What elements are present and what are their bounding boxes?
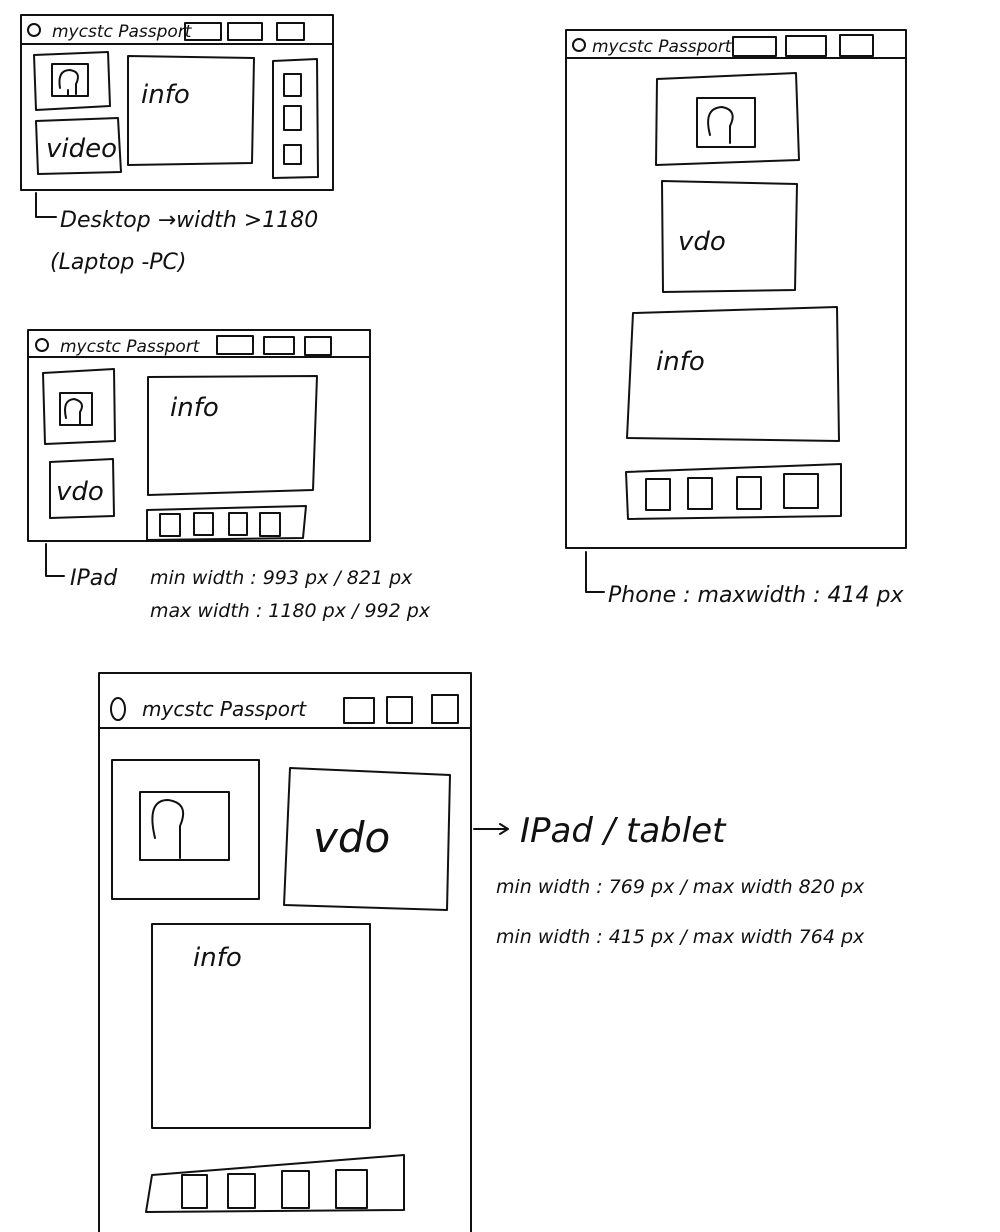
desktop-image-box <box>33 51 111 111</box>
phone-note-arrow <box>585 551 605 593</box>
phone-info-label: info <box>656 347 705 377</box>
tablet-header-title: mycstc Passport <box>142 697 307 721</box>
header-button-icon <box>431 694 459 724</box>
phone-wireframe: mycstc Passport vdo info Phone : maxwidt… <box>565 29 907 608</box>
side-button-icon <box>645 478 671 511</box>
logo-circle-icon <box>35 338 49 352</box>
side-button-icon <box>783 473 819 509</box>
ipad-button-bar <box>146 505 307 541</box>
logo-circle-icon <box>27 23 41 37</box>
side-button-icon <box>281 1170 310 1209</box>
phone-vdo-box <box>661 180 798 293</box>
phone-image-box <box>655 72 800 166</box>
side-button-icon <box>335 1169 368 1209</box>
desktop-note-arrow <box>35 192 57 218</box>
header-button-icon <box>732 36 777 57</box>
image-placeholder-icon <box>139 791 230 861</box>
side-button-icon <box>259 512 281 537</box>
ipad-vdo-box <box>49 458 115 519</box>
ipad-note-max: max width : 1180 px / 992 px <box>150 600 431 622</box>
ipad-note-min: min width : 993 px / 821 px <box>150 567 413 589</box>
ipad-header-title: mycstc Passport <box>60 337 201 357</box>
image-placeholder-icon <box>696 97 756 148</box>
ipad-vdo-label: vdo <box>56 477 104 507</box>
desktop-side-panel <box>272 58 319 179</box>
tablet-note-line2: min width : 415 px / max width 764 px <box>496 926 865 948</box>
phone-vdo-label: vdo <box>678 227 726 257</box>
side-button-icon <box>193 512 214 536</box>
image-placeholder-icon <box>51 63 89 97</box>
ipad-image-box <box>42 368 116 445</box>
header-button-icon <box>343 697 375 724</box>
desktop-info-label: info <box>141 80 190 110</box>
header-button-icon <box>184 22 222 41</box>
header-button-icon <box>216 335 254 355</box>
phone-info-box <box>626 306 840 442</box>
tablet-info-label: info <box>193 943 242 973</box>
side-button-icon <box>227 1173 256 1209</box>
header-button-icon <box>227 22 263 41</box>
side-button-icon <box>283 73 302 97</box>
logo-circle-icon <box>572 38 586 52</box>
tablet-vdo-label: vdo <box>313 813 390 862</box>
desktop-video-box <box>35 117 122 175</box>
image-placeholder-icon <box>151 799 184 859</box>
header-button-icon <box>386 696 413 724</box>
side-button-icon <box>283 105 302 131</box>
side-button-icon <box>228 512 248 536</box>
image-placeholder-icon <box>707 106 734 144</box>
tablet-note-title: IPad / tablet <box>520 811 727 851</box>
desktop-note-line1: Desktop →width >1180 <box>60 208 318 233</box>
tablet-button-bar <box>145 1154 405 1213</box>
ipad-frame <box>27 329 371 542</box>
tablet-vdo-box <box>283 767 451 911</box>
side-button-icon <box>181 1174 208 1209</box>
side-button-icon <box>159 513 181 537</box>
tablet-wireframe: mycstc Passport vdo info IPad / tablet m… <box>98 672 865 1232</box>
ipad-note-prefix: IPad <box>70 566 118 591</box>
desktop-header-title: mycstc Passport <box>52 22 193 42</box>
phone-header-title: mycstc Passport <box>592 37 733 57</box>
side-button-icon <box>687 477 713 510</box>
phone-note: Phone : maxwidth : 414 px <box>608 583 904 608</box>
desktop-frame <box>20 14 334 191</box>
side-button-icon <box>736 476 762 510</box>
phone-frame <box>565 29 907 549</box>
ipad-info-box <box>147 375 318 496</box>
tablet-note-line1: min width : 769 px / max width 820 px <box>496 876 865 898</box>
side-button-icon <box>283 144 302 165</box>
tablet-info-box <box>151 923 371 1129</box>
desktop-video-label: video <box>46 134 117 164</box>
header-button-icon <box>304 336 332 356</box>
tablet-frame <box>98 672 472 1232</box>
logo-circle-icon <box>110 697 126 721</box>
desktop-note-line2: (Laptop -PC) <box>50 250 186 275</box>
image-placeholder-icon <box>64 398 83 425</box>
image-placeholder-icon <box>58 69 79 97</box>
desktop-info-box <box>127 55 255 166</box>
image-placeholder-icon <box>59 392 93 426</box>
phone-button-bar <box>625 463 842 520</box>
tablet-note-arrow-head <box>499 823 509 835</box>
header-button-icon <box>276 22 305 41</box>
tablet-image-box <box>111 759 260 900</box>
header-button-icon <box>263 336 295 355</box>
ipad-wireframe: mycstc Passport vdo info IPad min width … <box>27 329 431 622</box>
ipad-info-label: info <box>170 393 219 423</box>
desktop-wireframe: mycstc Passport video info Desktop →widt… <box>20 14 334 275</box>
ipad-note-arrow <box>45 543 65 577</box>
header-button-icon <box>785 35 827 57</box>
header-button-icon <box>839 34 874 57</box>
